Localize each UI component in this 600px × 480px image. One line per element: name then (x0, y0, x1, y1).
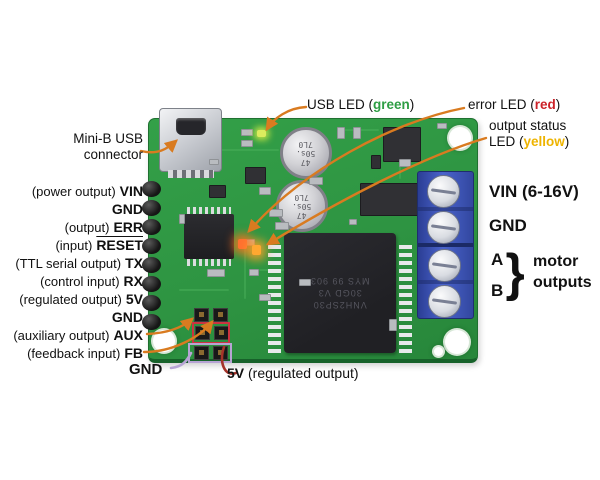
label-usb-connector: Mini-B USB connector (73, 131, 143, 162)
smd-component (399, 159, 411, 167)
terminal-screw (428, 249, 461, 282)
pin-label-vin: (power output)VIN (31, 183, 143, 199)
jumper-pin (194, 308, 209, 322)
terminal-screw (427, 175, 460, 208)
smd-component (259, 294, 271, 301)
pin-label-5v: (regulated output)5V (19, 291, 143, 307)
terminal-screw (428, 285, 461, 318)
mounting-hole-bottom-right (445, 330, 469, 354)
smd-component (269, 209, 283, 217)
label-motor-outputs: motor outputs (533, 253, 592, 291)
smd-component (209, 159, 219, 165)
label-error-led: error LED (red) (468, 97, 561, 112)
label-status-led: output status LED (yellow) (489, 118, 570, 149)
smd-component (275, 222, 289, 230)
pin-label-reset: (input)RESET (55, 237, 143, 253)
label-bottom-gnd: GND (129, 361, 163, 378)
label-bottom-5v: 5V (regulated output) (227, 365, 359, 381)
usb-led (257, 130, 266, 137)
smd-component (309, 177, 323, 185)
smd-component (241, 129, 253, 136)
smd-component (299, 279, 311, 286)
pin-label-tx: (TTL serial output)TX (15, 255, 143, 271)
smd-component (207, 269, 225, 277)
jumper-pin (213, 308, 228, 322)
smd-component (353, 127, 361, 139)
header-pin (142, 276, 161, 292)
left-pin-label-column: (power output)VIN GND (output)ERR (input)RE… (0, 182, 143, 362)
smd-component (437, 123, 447, 129)
pin-label-err: (output)ERR (64, 219, 143, 235)
microcontroller-chip (184, 207, 234, 266)
smd-component (337, 127, 345, 139)
usb-socket-opening (176, 118, 206, 135)
output-status-led (252, 245, 261, 255)
transistor-2 (209, 185, 226, 198)
mounting-hole-top-right (449, 127, 471, 149)
header-pin (142, 238, 161, 254)
transistor-1 (245, 167, 266, 184)
jumper-box-gnd (188, 343, 232, 363)
error-led (238, 239, 247, 249)
pin-label-rx: (control input)RX (40, 273, 143, 289)
smd-component (249, 269, 259, 276)
header-pin (142, 295, 161, 311)
smd-component (389, 319, 397, 331)
header-pin (142, 314, 161, 330)
label-vin-terminal: VIN (6-16V) (489, 182, 579, 201)
label-motor-b: B (491, 281, 504, 300)
usb-solder-pins (168, 170, 214, 178)
label-motor-a: A (491, 250, 504, 269)
header-pin (142, 200, 161, 216)
header-pin (142, 219, 161, 235)
mounting-hole-bottom-left (153, 330, 175, 352)
label-usb-led: USB LED (green) (307, 97, 415, 112)
mosfet-1 (383, 127, 421, 162)
pin-label-aux: (auxiliary output)AUX (13, 327, 143, 343)
terminal-screw (427, 211, 460, 244)
jumper-box-5v (192, 322, 230, 344)
via-hole (434, 347, 443, 356)
header-pin (142, 181, 161, 197)
smd-component (259, 187, 271, 195)
header-pin (142, 257, 161, 273)
smd-component (179, 214, 185, 224)
smd-component (371, 155, 381, 169)
mosfet-2 (360, 183, 421, 216)
chip-pads-left (268, 245, 281, 353)
motor-outputs-brace: } (505, 244, 525, 302)
chip-pads-right (399, 245, 412, 353)
smd-component (349, 219, 357, 225)
pin-label-gnd: GND (111, 309, 143, 325)
label-gnd-terminal: GND (489, 216, 527, 235)
usb-mini-b-connector (159, 108, 222, 178)
pin-label-gnd: GND (111, 201, 143, 217)
smd-component (241, 140, 253, 147)
pin-label-fb: (feedback input)FB (27, 345, 143, 361)
